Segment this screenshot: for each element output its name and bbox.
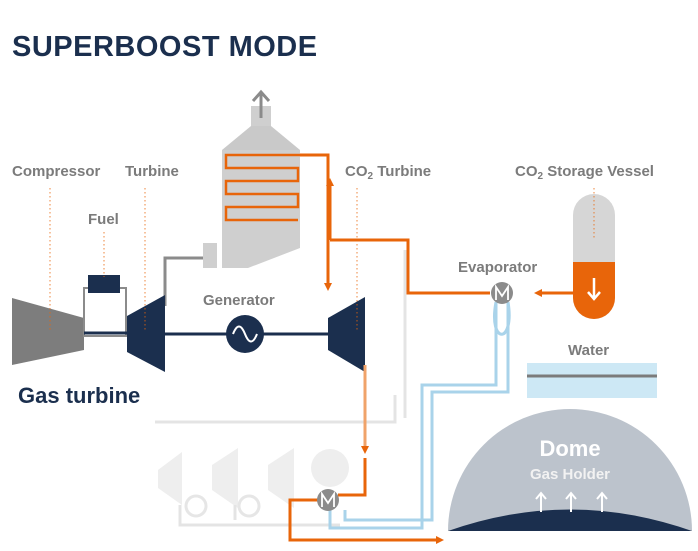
pump-icon bbox=[495, 284, 509, 300]
co2-storage-vessel-label: CO2 Storage Vessel bbox=[515, 163, 654, 182]
compressor bbox=[12, 298, 84, 365]
co2-turbine-label: CO2 Turbine bbox=[345, 163, 431, 182]
lower-pump bbox=[317, 489, 339, 511]
pump-icon bbox=[321, 491, 335, 507]
compressor-label: Compressor bbox=[12, 163, 101, 180]
dome-gas-holder bbox=[448, 409, 692, 531]
gas-holder-label: Gas Holder bbox=[530, 466, 610, 483]
exhaust-duct bbox=[163, 256, 203, 306]
evaporator-pump bbox=[491, 282, 513, 304]
gas-turbine-label: Gas turbine bbox=[18, 383, 140, 408]
dome-label: Dome bbox=[539, 436, 600, 461]
co2-flow-lines bbox=[288, 153, 575, 544]
heat-exchanger-coil bbox=[224, 153, 300, 222]
evaporator-label: Evaporator bbox=[458, 259, 537, 276]
arrow-up-icon bbox=[535, 491, 608, 512]
turbine-label: Turbine bbox=[125, 163, 179, 180]
arrow-down-icon bbox=[587, 278, 601, 301]
gas-turbine-rotor bbox=[127, 295, 165, 372]
water-lines bbox=[328, 301, 511, 530]
fuel-tank bbox=[88, 275, 120, 293]
water-tank bbox=[527, 363, 657, 398]
sine-wave-icon bbox=[232, 325, 258, 343]
co2-turbine-rotor bbox=[328, 297, 365, 372]
inactive-machinery bbox=[155, 250, 407, 527]
co2-storage-vessel bbox=[573, 194, 615, 319]
label-leaders bbox=[49, 188, 595, 330]
arrow-up-icon bbox=[251, 89, 271, 118]
generator-label: Generator bbox=[203, 292, 275, 309]
page-title: SUPERBOOST MODE bbox=[12, 31, 318, 63]
gas-turbine-assembly bbox=[12, 275, 365, 372]
water-label: Water bbox=[568, 342, 609, 359]
fuel-label: Fuel bbox=[88, 211, 119, 228]
heat-recovery-stack bbox=[203, 89, 300, 268]
